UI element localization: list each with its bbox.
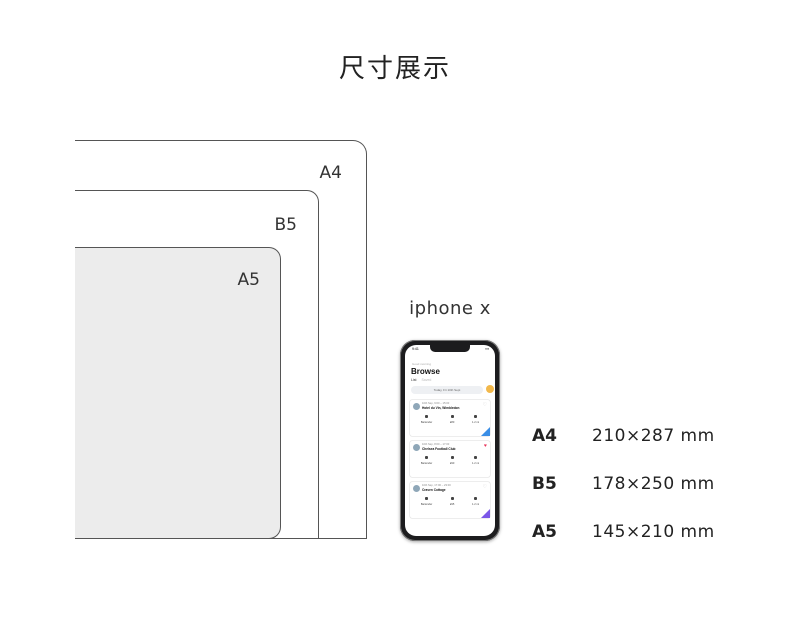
battery-icon: ▪▪▪ [485, 347, 489, 351]
date-filter[interactable]: Today, Fri 10th Sept [411, 386, 483, 394]
job-stat-value: £80 [449, 421, 455, 424]
distance-icon [474, 415, 478, 418]
iphone-mockup: 9:41 ▪▪▪ Good morning Browse List Saved … [400, 340, 500, 541]
heart-icon[interactable]: ♡ [482, 484, 487, 490]
job-stat: £90 [450, 456, 454, 465]
size-row-b5: B5 178×250 mm [532, 474, 715, 494]
venue-avatar [413, 444, 420, 451]
job-stat: 1.2 mi [472, 456, 479, 465]
role-icon [425, 456, 429, 459]
corner-badge-icon [481, 427, 490, 436]
job-stats: Bartender £90 1.2 mi [412, 456, 488, 465]
job-stat: Bartender [421, 415, 432, 424]
paper-a5-outline: A5 [75, 247, 281, 539]
paper-b5-label: B5 [274, 215, 297, 235]
size-dimensions: 178×250 mm [592, 474, 715, 494]
phone-notch [430, 345, 470, 352]
tab-saved[interactable]: Saved [421, 378, 432, 382]
tab-list[interactable]: List [411, 378, 417, 382]
filter-fab-icon[interactable] [486, 385, 494, 393]
job-stat-value: £90 [449, 462, 455, 465]
job-date: 10th Sep, 9:00 – 15:00 [422, 402, 450, 405]
job-stats: Bartender £80 1.2 mi [412, 415, 488, 424]
job-card[interactable]: 10th Sep, 8:00 – 17:00 Chelsea Football … [410, 441, 490, 477]
job-venue: Craven Cottage [422, 488, 446, 492]
role-icon [425, 497, 429, 500]
size-name: A4 [532, 426, 557, 446]
job-stat: Bartender [421, 497, 432, 506]
screen-header: Browse [411, 367, 440, 376]
phone-screen: 9:41 ▪▪▪ Good morning Browse List Saved … [405, 345, 495, 536]
pay-icon [450, 456, 454, 459]
job-stat-value: 1.2 mi [472, 462, 480, 465]
job-stat-value: Bartender [420, 421, 433, 424]
job-stat: 1.2 mi [472, 497, 479, 506]
size-name: B5 [532, 474, 557, 494]
job-stat-value: Bartender [420, 462, 433, 465]
job-stat: 1.2 mi [472, 415, 479, 424]
heart-icon[interactable]: ♡ [482, 402, 487, 408]
paper-a5-label: A5 [237, 270, 260, 290]
size-row-a4: A4 210×287 mm [532, 426, 715, 446]
role-icon [425, 415, 429, 418]
job-stat-value: 1.2 mi [472, 503, 480, 506]
job-card[interactable]: 10th Sep, 9:00 – 15:00 Hotel du Vin, Wim… [410, 400, 490, 436]
status-time: 9:41 [412, 347, 419, 351]
size-dimensions: 210×287 mm [592, 426, 715, 446]
phone-label: iphone x [409, 298, 491, 319]
venue-avatar [413, 485, 420, 492]
job-stat-value: 1.2 mi [472, 421, 480, 424]
job-date: 10th Sep, 8:00 – 17:00 [422, 443, 450, 446]
venue-avatar [413, 403, 420, 410]
job-stat-value: £95 [449, 503, 455, 506]
pay-icon [450, 497, 454, 500]
heart-filled-icon[interactable]: ♥ [484, 443, 487, 449]
size-row-a5: A5 145×210 mm [532, 522, 715, 542]
job-stat: £95 [450, 497, 454, 506]
screen-tabs: List Saved [411, 378, 431, 382]
job-stats: Bartender £95 1.2 mi [412, 497, 488, 506]
job-stat: £80 [450, 415, 454, 424]
pay-icon [450, 415, 454, 418]
job-date: 10th Sep, 17:00 – 23:00 [422, 484, 451, 487]
job-stat: Bartender [421, 456, 432, 465]
job-stat-value: Bartender [420, 503, 433, 506]
page-title: 尺寸展示 [338, 54, 451, 84]
distance-icon [474, 497, 478, 500]
job-card[interactable]: 10th Sep, 17:00 – 23:00 Craven Cottage ♡… [410, 482, 490, 518]
size-dimensions: 145×210 mm [592, 522, 715, 542]
distance-icon [474, 456, 478, 459]
paper-a4-label: A4 [319, 163, 342, 183]
job-venue: Hotel du Vin, Wimbledon [422, 406, 460, 410]
corner-badge-icon [481, 509, 490, 518]
size-name: A5 [532, 522, 557, 542]
job-venue: Chelsea Football Club [422, 447, 456, 451]
screen-subheader: Good morning [412, 362, 432, 366]
